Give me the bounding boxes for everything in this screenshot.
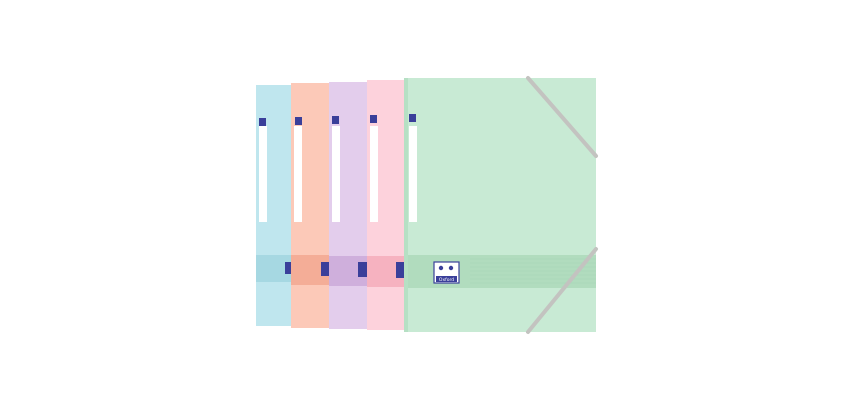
brand-logo-mini-icon [259,118,266,126]
label-slot [332,126,340,222]
brand-logo-icon [396,262,406,278]
folder-edge-shade [404,78,408,332]
folder-peach [291,83,331,328]
label-slot [259,126,267,222]
brand-logo-icon [285,262,294,274]
label-slot [409,126,417,222]
label-slot [294,126,302,222]
brand-logo-text: Oxford [439,277,454,283]
elastic-band-top [526,76,598,158]
brand-logo: Oxford [433,261,460,284]
logo-wordmark-box [436,276,457,282]
brand-logo-mini-icon [295,117,302,125]
logo-figure-icon [448,265,454,271]
elastic-band-bottom [526,247,598,334]
brand-logo-icon [321,262,330,276]
folder-body [404,78,596,332]
brand-logo-mini-icon [332,116,339,124]
folder-pink [367,80,409,330]
folder-lilac [329,82,371,329]
logo-figure-icon [438,265,444,271]
folder-blue [256,85,296,326]
brand-logo-mini-icon [409,114,416,122]
brand-logo-icon [358,262,368,277]
label-slot [370,126,378,222]
brand-logo-mini-icon [370,115,377,123]
folder-mint: Oxford [404,76,598,334]
